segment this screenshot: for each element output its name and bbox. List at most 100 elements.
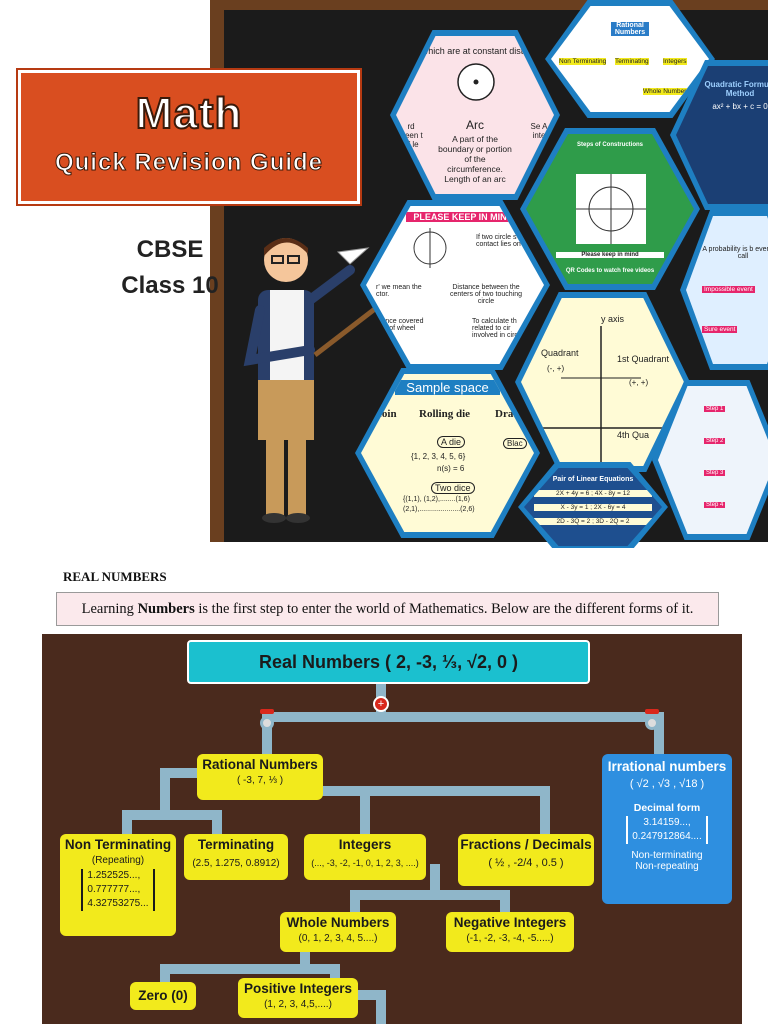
coord-q2: Quadrant (541, 348, 579, 358)
terminating-examples: (2.5, 1.275, 0.8912) (192, 858, 280, 869)
pipe (300, 952, 310, 970)
prob-impossible: Impossible event (702, 286, 755, 293)
hex-circle-left-frag: rd ween t of le (399, 122, 423, 149)
fractions-examples: ( ½ , -2/4 , 0.5 ) (488, 857, 564, 869)
sample-die: A die (437, 436, 466, 448)
cover-subtitle: Quick Revision Guide (54, 149, 324, 177)
pipe (540, 786, 550, 834)
rational-title: Rational Numbers (202, 757, 318, 772)
linear-title: Pair of Linear Equations (552, 476, 634, 483)
pipe (376, 990, 386, 1024)
quadratic-title: Quadratic Formula Method (704, 80, 768, 98)
keep-right: To calculate th related to cir involved … (472, 318, 532, 339)
constructions-title: Steps of Constructions (576, 142, 643, 148)
keep-mid: Distance between the centers of two touc… (450, 284, 522, 305)
hex-steps: Step 1 Step 2 Step 3 Step 4 (652, 380, 768, 540)
prob-title: A probability is b event (E) call (702, 246, 768, 260)
linear-eq1: 2X + 4y = 6 ; 4X - 8y = 12 (534, 490, 652, 497)
sample-c1: coin (377, 408, 397, 420)
pipe (262, 712, 660, 722)
linear-eq3: 2D - 3Q = 2 ; 3D - 2Q = 2 (534, 518, 652, 525)
whole-numbers-box: Whole Numbers (0, 1, 2, 3, 4, 5....) (280, 912, 396, 952)
pipe (262, 712, 272, 754)
zero-box: Zero (0) (130, 982, 196, 1010)
irrational-title: Irrational numbers (607, 759, 727, 774)
root-real-numbers: Real Numbers ( 2, -3, ⅓, √2, 0 ) (187, 640, 590, 684)
touching-circles-icon (413, 228, 447, 268)
decimal-value: 0.247912864.... (632, 831, 702, 842)
pipe (160, 768, 170, 816)
positive-integers-box: Positive Integers (1, 2, 3, 4,5,....) (238, 978, 358, 1018)
construction-diagram-icon (576, 174, 646, 244)
valve-icon (260, 709, 274, 730)
intro-bold: Numbers (137, 601, 195, 617)
non-terminating-values: 1.252525..., 0.777777..., 4.32753275... (81, 869, 155, 911)
irrational-examples: ( √2 , √3 , √18 ) (629, 778, 705, 790)
keep-banner: PLEASE KEEP IN MIN (406, 212, 514, 222)
decimal-form-label: Decimal form (633, 802, 701, 814)
coord-axis: y axis (601, 314, 625, 324)
pipe (160, 768, 200, 778)
property-non-repeating: Non-repeating (635, 861, 699, 872)
non-terminating-box: Non Terminating (Repeating) 1.252525...,… (60, 834, 176, 936)
decimal-value: 3.14159..., (643, 817, 691, 828)
negative-examples: (-1, -2, -3, -4, -5.....) (466, 933, 554, 944)
pipe (160, 964, 340, 974)
fractions-decimals-box: Fractions / Decimals ( ½ , -2/4 , 0.5 ) (458, 834, 594, 886)
pipe (352, 990, 386, 1000)
board-name: CBSE (136, 236, 204, 263)
pipe (160, 964, 170, 982)
negative-title: Negative Integers (453, 915, 567, 930)
pipe (350, 890, 510, 900)
mini-i: Integers (663, 58, 687, 65)
sample-dice: Two dice (431, 482, 475, 494)
rational-examples: ( -3, 7, ⅓ ) (236, 775, 284, 786)
pipe (122, 810, 222, 820)
pipe (330, 964, 340, 982)
coord-q1: 1st Quadrant (617, 354, 670, 364)
mini-nt: Non Terminating (559, 58, 607, 65)
sample-die-set: {1, 2, 3, 4, 5, 6} (411, 452, 466, 461)
decimal-values: 3.14159..., 0.247912864.... (626, 816, 708, 844)
integers-title: Integers (338, 837, 392, 852)
nt-value: 0.777777..., (87, 884, 141, 895)
zero-title: Zero (0) (138, 988, 188, 1003)
pipe (500, 890, 510, 912)
coord-q4: 4th Qua (617, 430, 650, 440)
sample-c2: Rolling die (419, 408, 471, 420)
terminating-box: Terminating (2.5, 1.275, 0.8912) (184, 834, 288, 880)
keep-left1: r' we mean the ctor. (376, 284, 422, 298)
hex-constructions: Steps of Constructions Please keep in mi… (520, 128, 700, 290)
board-class-label: CBSE Class 10 (110, 232, 230, 304)
constructions-qr: QR Codes to watch free videos (565, 268, 655, 274)
hex-coordinates: y axis Quadrant (-, +) 1st Quadrant (+, … (515, 292, 690, 472)
sample-banner: Sample space (395, 380, 500, 395)
property-non-terminating: Non-terminating (631, 850, 703, 861)
positive-title: Positive Integers (243, 981, 353, 996)
fractions-title: Fractions / Decimals (460, 837, 592, 852)
nt-value: 4.32753275... (87, 898, 149, 909)
step1: Step 1 (704, 406, 726, 412)
sample-die-n: n(s) = 6 (437, 464, 465, 473)
integers-box: Integers (..., -3, -2, -1, 0, 1, 2, 3, .… (304, 834, 426, 880)
prob-sure: Sure event (702, 326, 738, 333)
arc-desc: A part of the boundary or portion of the… (438, 134, 512, 184)
cover-title: Math (135, 88, 243, 139)
mini-w: Whole Numbers (643, 88, 690, 95)
pipe (654, 712, 664, 754)
mini-rational-title: Rational Numbers (611, 22, 649, 36)
cover-illustration: Math Quick Revision Guide CBSE Class 10 … (16, 0, 768, 548)
sample-dice-set2: (2,1),.....................(2,6) (403, 506, 475, 513)
section-heading: REAL NUMBERS (63, 569, 167, 584)
title-banner: Math Quick Revision Guide (16, 68, 362, 206)
step3: Step 3 (704, 470, 726, 476)
pipe (320, 786, 550, 796)
sample-blac: Blac (503, 438, 527, 449)
coord-q1-sign: (+, +) (629, 378, 649, 387)
non-terminating-title: Non Terminating (64, 837, 172, 852)
intro-pre: Learning (81, 601, 138, 617)
intro-box: Learning Numbers is the first step to en… (56, 592, 719, 626)
quadratic-eq: ax² + bx + c = 0 (712, 102, 768, 111)
positive-examples: (1, 2, 3, 4,5,....) (264, 999, 332, 1010)
step2: Step 2 (704, 438, 726, 444)
